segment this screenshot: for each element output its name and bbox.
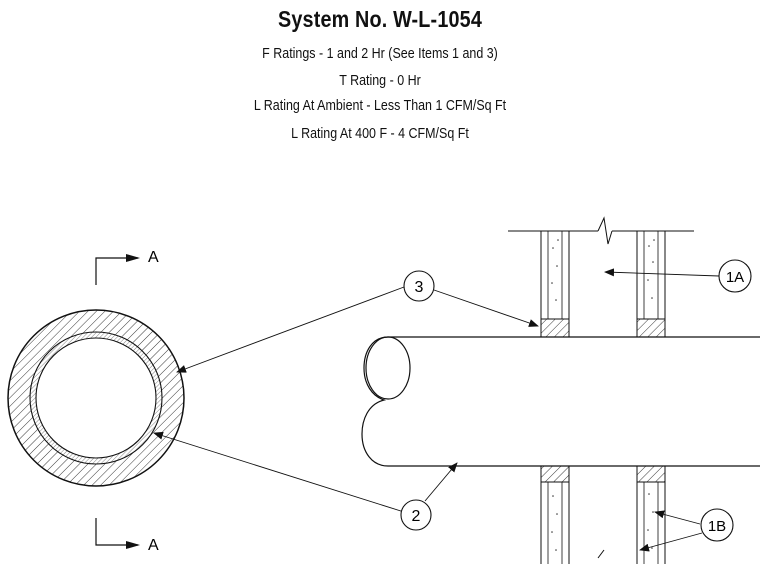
section-mark-top: A [95,249,159,285]
callout-1a: 1A [604,259,752,293]
callout-2: 2 [153,431,458,531]
l-rating-ambient-line: L Rating At Ambient - Less Than 1 CFM/Sq… [253,98,507,114]
callout-1b: 1B [639,508,734,552]
callout-1b-label: 1B [708,518,726,535]
callout-3: 3 [176,270,539,373]
section-label-bottom: A [148,537,159,554]
wall-assembly-top [508,216,694,338]
l-rating-400f-line: L Rating At 400 F - 4 CFM/Sq Ft [291,126,469,142]
pipe-elevation [361,336,760,467]
callout-2-label: 2 [412,508,421,525]
wall-assembly-bottom [540,465,666,564]
callout-1a-label: 1A [726,269,744,286]
system-title: System No. W-L-1054 [277,6,483,32]
section-label-top: A [148,249,159,266]
section-mark-bottom: A [95,518,159,554]
pipe-cross-section [7,309,185,487]
t-rating-line: T Rating - 0 Hr [339,73,421,89]
f-ratings-line: F Ratings - 1 and 2 Hr (See Items 1 and … [262,46,498,62]
callout-3-label: 3 [415,279,424,296]
